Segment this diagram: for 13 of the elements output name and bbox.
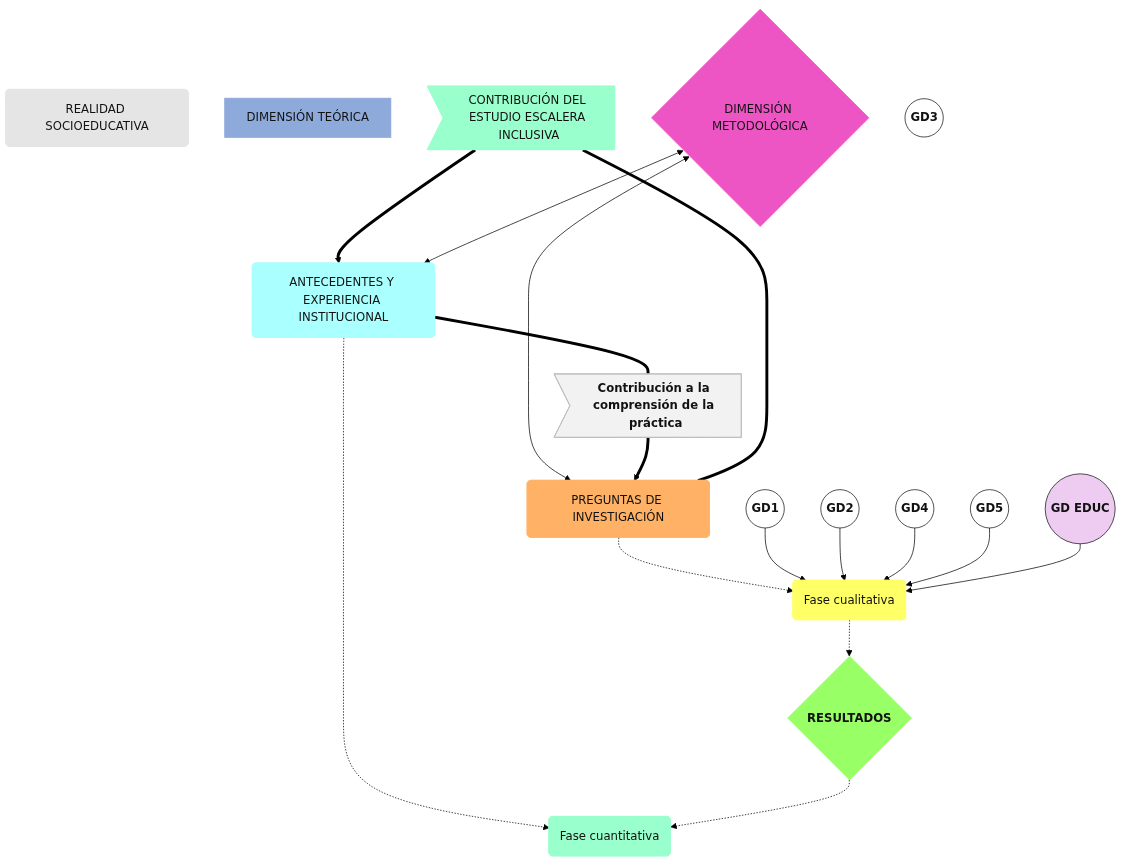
node-box: DIMENSIÓN TEÓRICA (224, 97, 392, 138)
node-circle: GD4 (895, 489, 935, 529)
node-diamond: DIMENSIÓN METODOLÓGICA (651, 8, 870, 227)
node-circle: GD2 (820, 489, 860, 529)
arrow (634, 437, 650, 481)
connector (434, 315, 650, 375)
connector (582, 148, 769, 483)
node-circle: GD5 (970, 489, 1010, 529)
arrow (334, 148, 476, 264)
node-circle: GD1 (745, 489, 785, 529)
node-circle: GD3 (904, 98, 944, 138)
node-circle: GD EDUC (1044, 473, 1116, 545)
node-diamond: RESULTADOS (787, 655, 912, 781)
